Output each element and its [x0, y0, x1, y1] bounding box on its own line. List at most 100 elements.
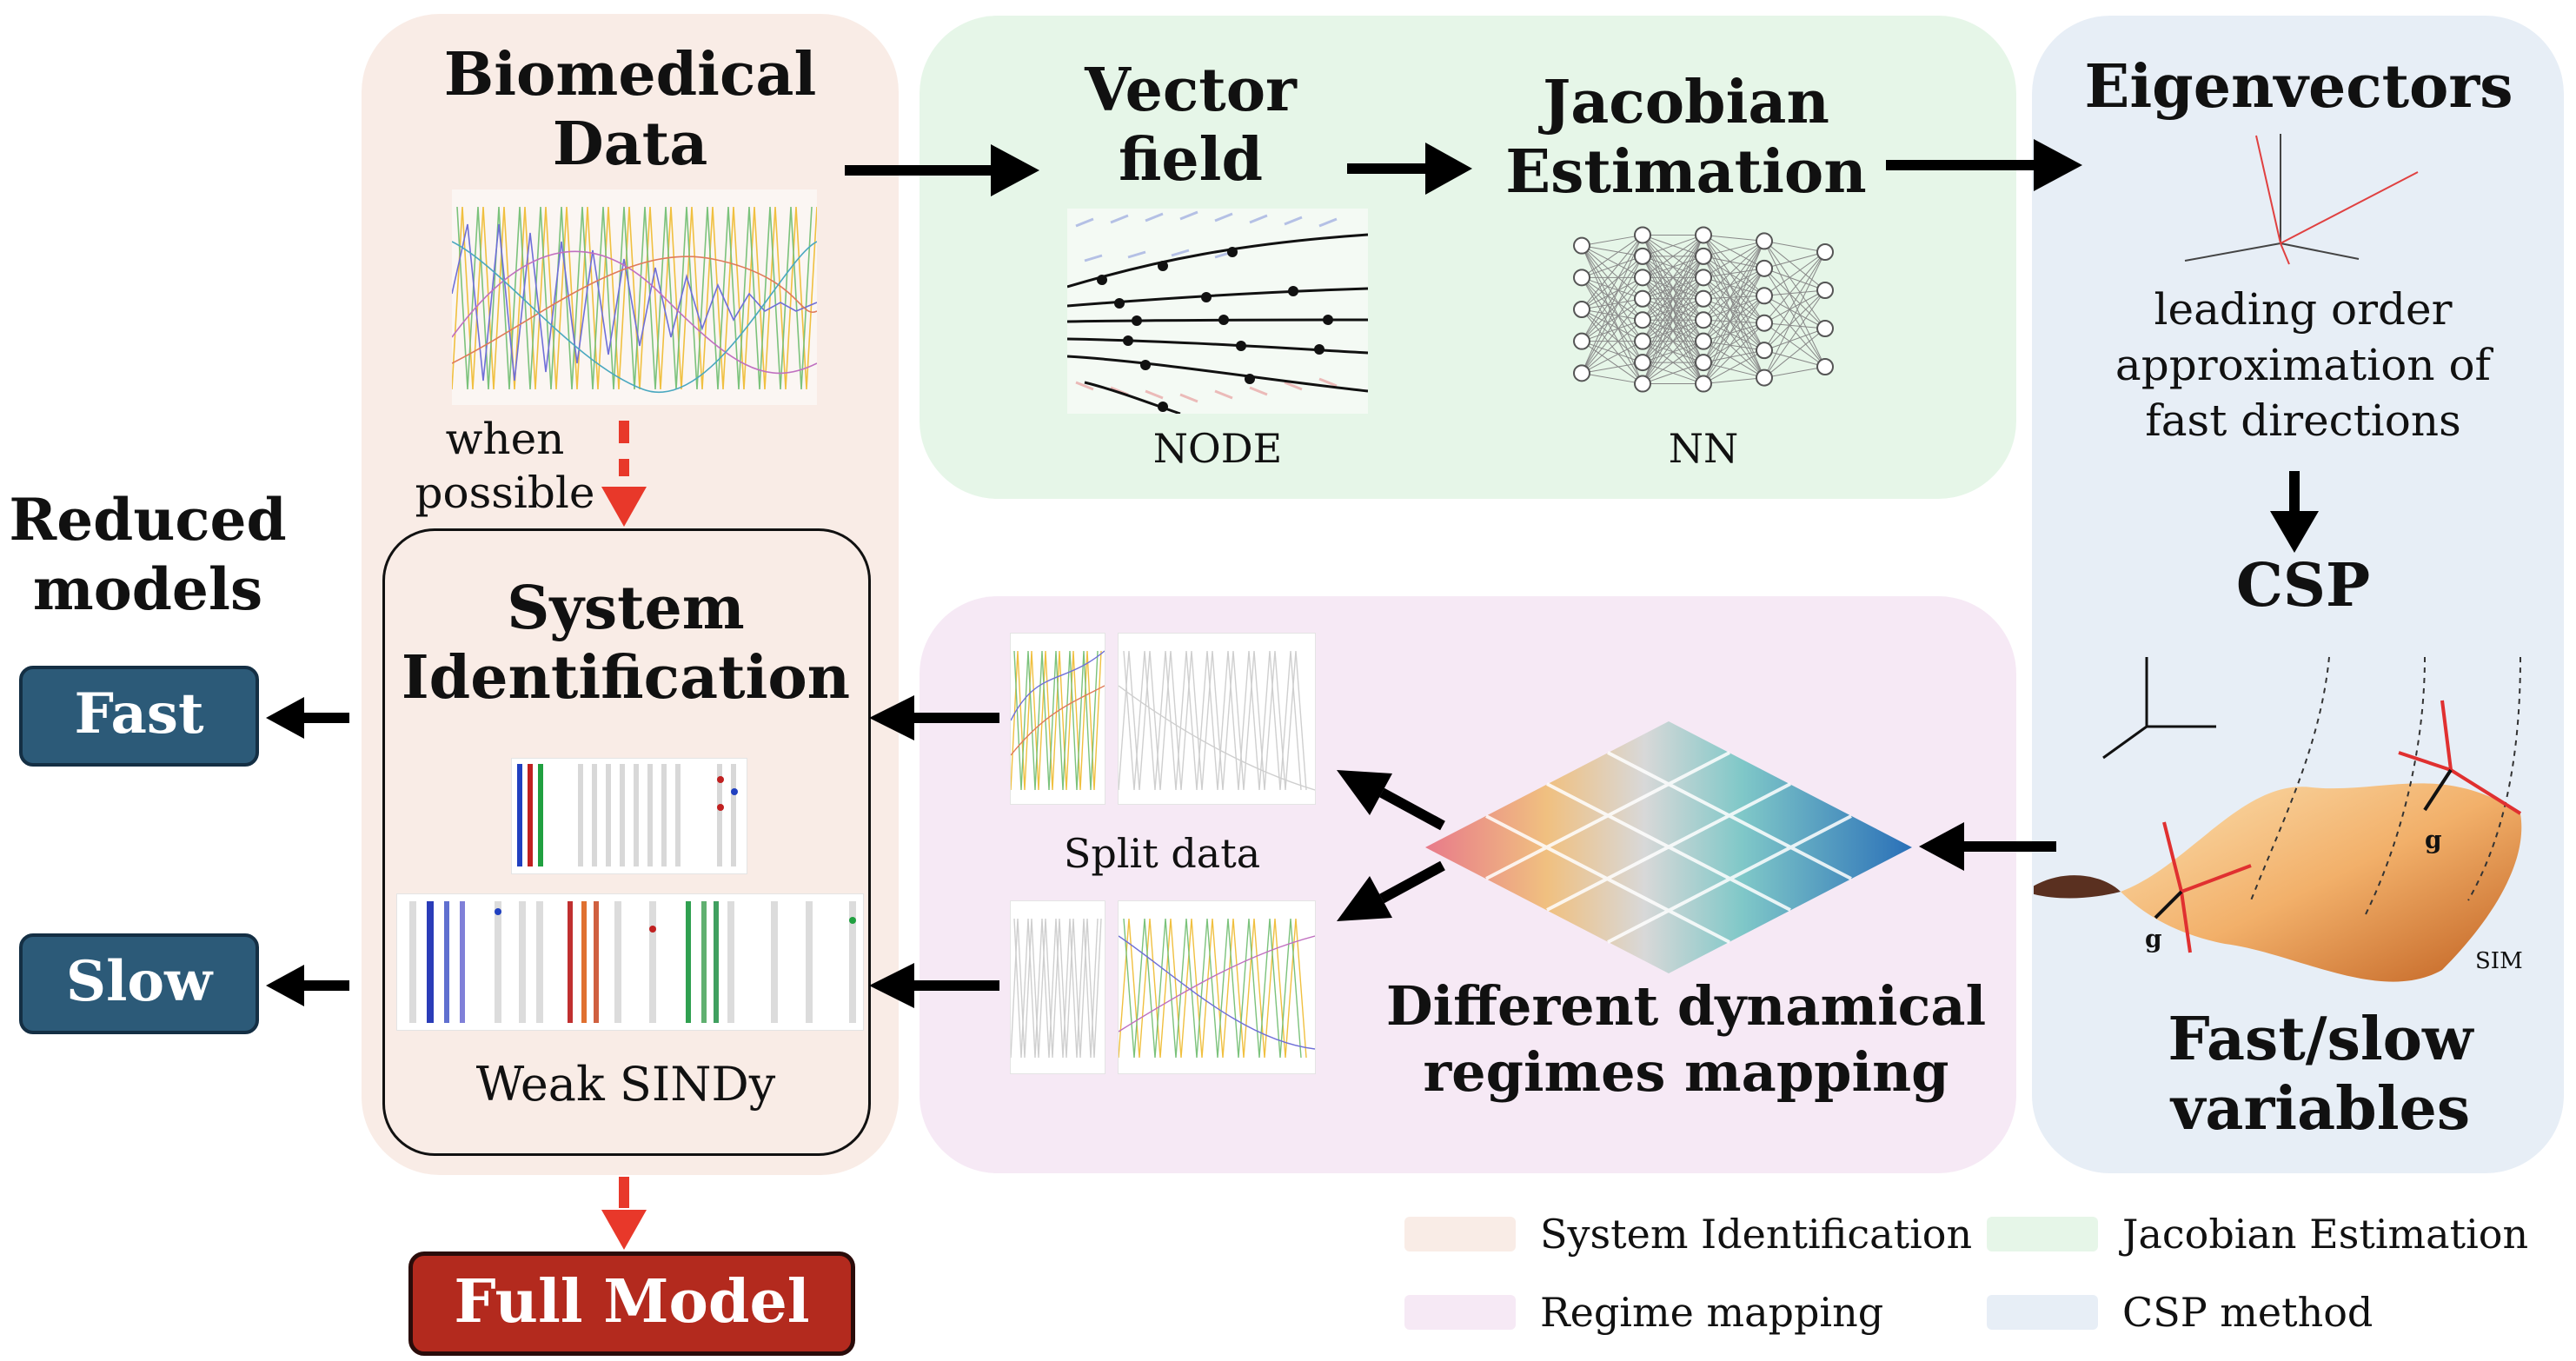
nn-edge [1581, 235, 1643, 374]
nn-node [1756, 342, 1773, 360]
legend-label-csp-method: CSP method [2122, 1289, 2374, 1336]
legend-label-system-identification: System Identification [1540, 1211, 1973, 1258]
g-label-right: g [2425, 826, 2442, 854]
nn-edge [1703, 322, 1765, 342]
nn-edge [1581, 341, 1643, 374]
nn-node [1695, 247, 1712, 265]
reduced-models-title: Reduced models [9, 486, 287, 623]
nn-node [1573, 269, 1590, 287]
arrow-sysid-to-fast [266, 697, 349, 739]
nn-node [1756, 287, 1773, 305]
g-label-left: g [2145, 925, 2162, 953]
nn-edge [1581, 341, 1643, 363]
nn-edge [1703, 268, 1765, 342]
nn-node [1634, 332, 1651, 350]
nn-node [1695, 289, 1712, 308]
nn-edge [1703, 322, 1765, 384]
jacobian-estimation-title: Jacobian Estimation [1505, 68, 1867, 207]
arrow-sysid-to-slow [266, 965, 349, 1006]
csp-method-panel [2032, 16, 2564, 1173]
nn-edge [1703, 322, 1765, 363]
nn-edge [1703, 295, 1765, 342]
nn-edge [1581, 235, 1643, 342]
nn-edge [1703, 268, 1765, 278]
nn-edge [1703, 240, 1765, 278]
biomedical-data-title: Biomedical Data [443, 40, 817, 179]
nn-edge [1703, 295, 1765, 300]
nn-edge [1581, 256, 1643, 342]
nn-edge [1703, 377, 1765, 385]
fast-model-box[interactable]: Fast [19, 666, 259, 767]
nn-node [1756, 368, 1773, 387]
nn-edge [1703, 268, 1765, 384]
slow-model-box[interactable]: Slow [19, 933, 259, 1034]
legend-label-jacobian-estimation: Jacobian Estimation [2122, 1211, 2529, 1258]
nn-edge [1703, 256, 1765, 296]
sim-label: SIM [2475, 948, 2523, 974]
nn-edge [1642, 362, 1704, 385]
nn-edge [1581, 256, 1643, 310]
regime-map-image [1425, 721, 1912, 973]
nn-edge [1581, 235, 1643, 278]
nn-edge [1703, 295, 1765, 363]
node-caption: NODE [1152, 425, 1283, 472]
nn-edge [1703, 235, 1765, 351]
nn-edge [1763, 241, 1826, 291]
nn-edge [1703, 241, 1765, 321]
nn-edge [1763, 328, 1826, 378]
nn-node [1695, 226, 1712, 244]
nn-edge [1581, 234, 1643, 247]
nn-caption: NN [1668, 425, 1739, 472]
nn-edge [1703, 295, 1765, 321]
legend-swatch-jacobian-estimation [1987, 1217, 2098, 1251]
nn-edge [1703, 277, 1765, 378]
nn-edge [1642, 235, 1704, 300]
nn-edge [1581, 319, 1643, 374]
full-model-box[interactable]: Full Model [408, 1251, 855, 1356]
when-possible-line2: possible [415, 468, 595, 518]
nn-node [1756, 314, 1773, 332]
nn-edge [1763, 366, 1826, 379]
nn-node [1816, 282, 1834, 299]
nn-edge [1642, 341, 1704, 384]
when-possible-line1: when [445, 414, 565, 464]
vector-field-plot [1067, 209, 1368, 414]
nn-edge [1763, 241, 1826, 368]
nn-node [1756, 232, 1773, 250]
nn-edge [1581, 298, 1643, 342]
eigenvector-axes-diagram [2173, 122, 2442, 278]
weak-sindy-thumbnail [396, 893, 864, 1031]
nn-edge [1703, 241, 1765, 342]
nn-edge [1642, 298, 1704, 384]
nn-edge [1763, 289, 1826, 296]
legend-swatch-regime-mapping [1404, 1295, 1516, 1330]
leading-order-caption: leading order approximation of fast dire… [2115, 284, 2492, 446]
nn-node [1573, 301, 1590, 318]
nn-edge [1581, 341, 1643, 384]
nn-edge [1703, 268, 1765, 363]
nn-node [1573, 332, 1590, 350]
nn-edge [1703, 256, 1765, 324]
nn-edge [1703, 241, 1765, 300]
slow-invariant-manifold-diagram: g g SIM [2034, 640, 2564, 1005]
nn-edge [1763, 268, 1826, 368]
nn-node [1634, 226, 1651, 244]
vector-field-title: Vector field [1085, 56, 1297, 195]
nn-edge [1703, 235, 1765, 378]
nn-edge [1642, 235, 1704, 384]
nn-edge [1763, 322, 1826, 329]
nn-edge [1763, 289, 1826, 324]
nn-edge [1763, 289, 1826, 378]
nn-edge [1581, 319, 1643, 342]
nn-edge [1703, 240, 1765, 257]
csp-title: CSP [2235, 551, 2371, 621]
nn-edge [1581, 372, 1643, 385]
nn-edge [1703, 235, 1765, 269]
nn-edge [1703, 295, 1765, 384]
nn-node [1634, 289, 1651, 308]
nn-edge [1763, 295, 1826, 368]
nn-node [1695, 269, 1712, 287]
nn-edge [1703, 235, 1765, 296]
nn-node [1816, 358, 1834, 375]
nn-edge [1763, 322, 1826, 368]
